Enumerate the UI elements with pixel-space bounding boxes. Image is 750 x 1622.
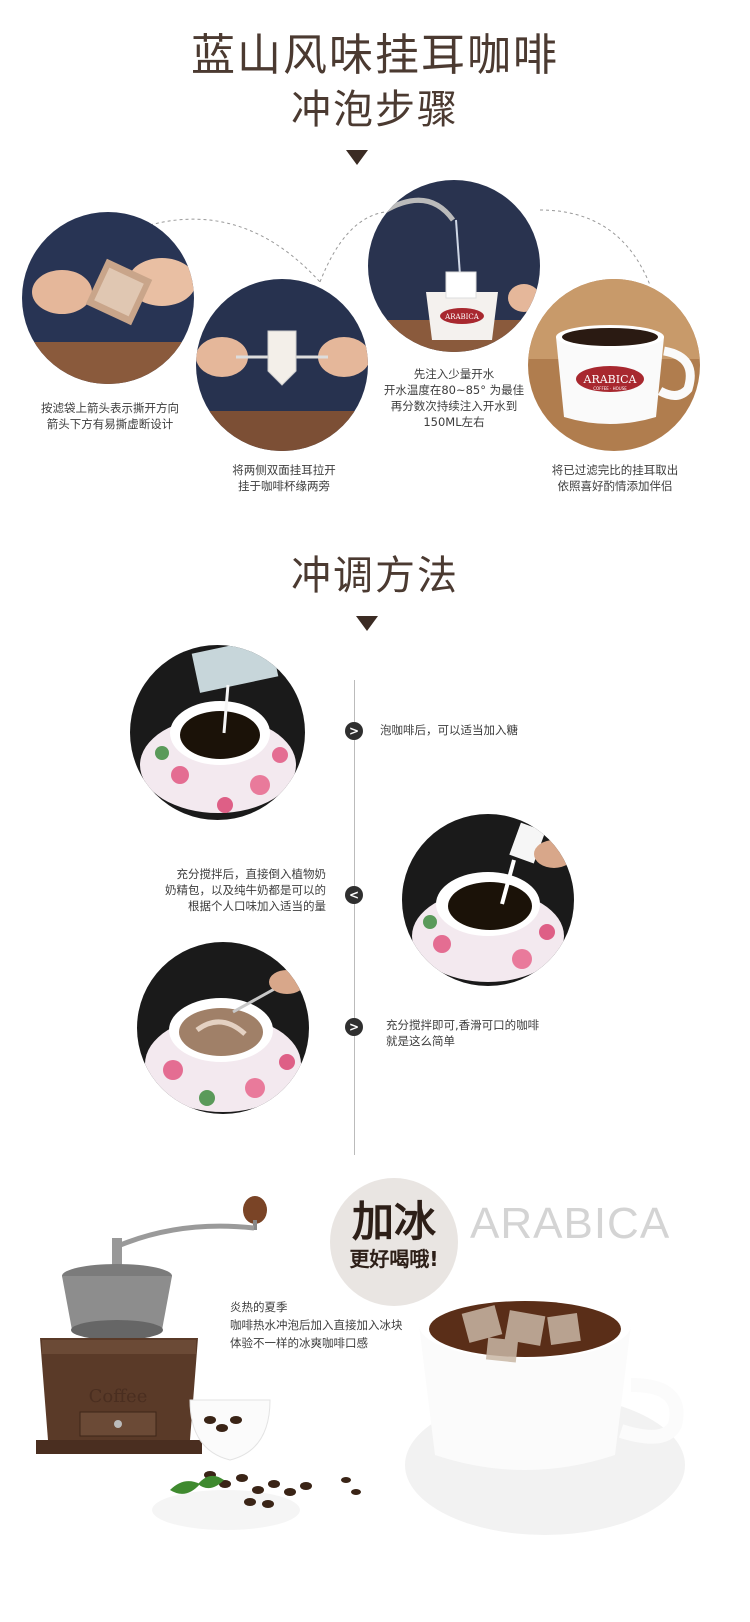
method3-text: 充分搅拌即可,香滑可口的咖啡 就是这么简单 [386,1017,539,1049]
step2-caption-line1: 将两侧双面挂耳拉开 [232,463,336,477]
step1-caption-line2: 箭头下方有易撕虚断设计 [46,417,174,431]
step1-caption-line1: 按滤袋上箭头表示撕开方向 [41,401,179,415]
step4-caption-line2: 依照喜好酌情添加伴侣 [557,479,673,493]
grinder-label: Coffee [89,1386,148,1407]
section2-title: 冲调方法 [291,553,459,599]
method3-arrow-icon: > [345,1018,363,1036]
ice-badge-small: 更好喝哦! [349,1247,439,1271]
step2-caption-line2: 挂于咖啡杯缘两旁 [238,479,330,493]
step4-cup-brand: ARABICA [583,373,638,386]
step3-caption-line3: 再分数次持续注入开水到 [390,399,518,413]
step1-photo [22,212,194,384]
step2-photo [196,279,368,451]
down-triangle-icon [346,150,368,165]
ice-badge: 加冰 更好喝哦! [330,1178,458,1306]
step4-cup-sub: COFFEE · HOUSE [593,386,627,391]
coffee-beans-image [152,1399,361,1530]
iced-coffee-image [405,1291,685,1535]
method2-line3: 根据个人口味加入适当的量 [188,899,326,913]
down-triangle-icon-2 [356,616,378,631]
step3-photo: ARABICA [368,180,540,352]
step3-caption-line1: 先注入少量开水 [413,367,495,381]
method2-photo [402,814,574,986]
step3-caption-line4: 150ML左右 [423,415,485,429]
page-title-line1: 蓝山风味挂耳咖啡 [191,30,559,81]
method3-photo [137,942,309,1114]
method1-arrow-icon: > [345,722,363,740]
method1-text: 泡咖啡后，可以适当加入糖 [380,722,518,738]
step4-caption: 将已过滤完比的挂耳取出 依照喜好酌情添加伴侣 [522,462,708,494]
method1-line1: 泡咖啡后，可以适当加入糖 [380,723,518,737]
timeline-line [354,680,355,1155]
method3-line1: 充分搅拌即可,香滑可口的咖啡 [386,1018,540,1032]
method3-line2: 就是这么简单 [386,1034,455,1048]
step4-caption-line1: 将已过滤完比的挂耳取出 [551,463,679,477]
step1-caption: 按滤袋上箭头表示撕开方向 箭头下方有易撕虚断设计 [20,400,200,432]
step-connector-lines [149,209,651,286]
step3-caption: 先注入少量开水 开水温度在80~85° 为最佳 再分数次持续注入开水到 150M… [366,366,542,430]
ice-line2: 咖啡热水冲泡后加入直接加入冰块 [230,1318,403,1332]
method2-line1: 充分搅拌后，直接倒入植物奶 [176,867,327,881]
step2-caption: 将两侧双面挂耳拉开 挂于咖啡杯缘两旁 [196,462,372,494]
method1-photo [130,645,305,820]
ice-brand: ARABICA [470,1199,671,1248]
step4-photo: ARABICA COFFEE · HOUSE [528,279,700,451]
method2-line2: 奶精包，以及纯牛奶都是可以的 [165,883,326,897]
ice-badge-big: 加冰 [351,1197,436,1246]
page-title-line2: 冲泡步骤 [291,87,459,133]
method2-text: 充分搅拌后，直接倒入植物奶 奶精包，以及纯牛奶都是可以的 根据个人口味加入适当的… [158,866,326,914]
method2-arrow-icon: < [345,886,363,904]
ice-text: 炎热的夏季 咖啡热水冲泡后加入直接加入冰块 体验不一样的冰爽咖啡口感 [230,1298,403,1352]
coffee-grinder-image: Coffee [36,1196,267,1454]
step3-cup-brand: ARABICA [444,313,480,321]
ice-line1: 炎热的夏季 [230,1300,288,1314]
step3-caption-line2: 开水温度在80~85° 为最佳 [383,383,525,397]
ice-line3: 体验不一样的冰爽咖啡口感 [230,1336,368,1350]
